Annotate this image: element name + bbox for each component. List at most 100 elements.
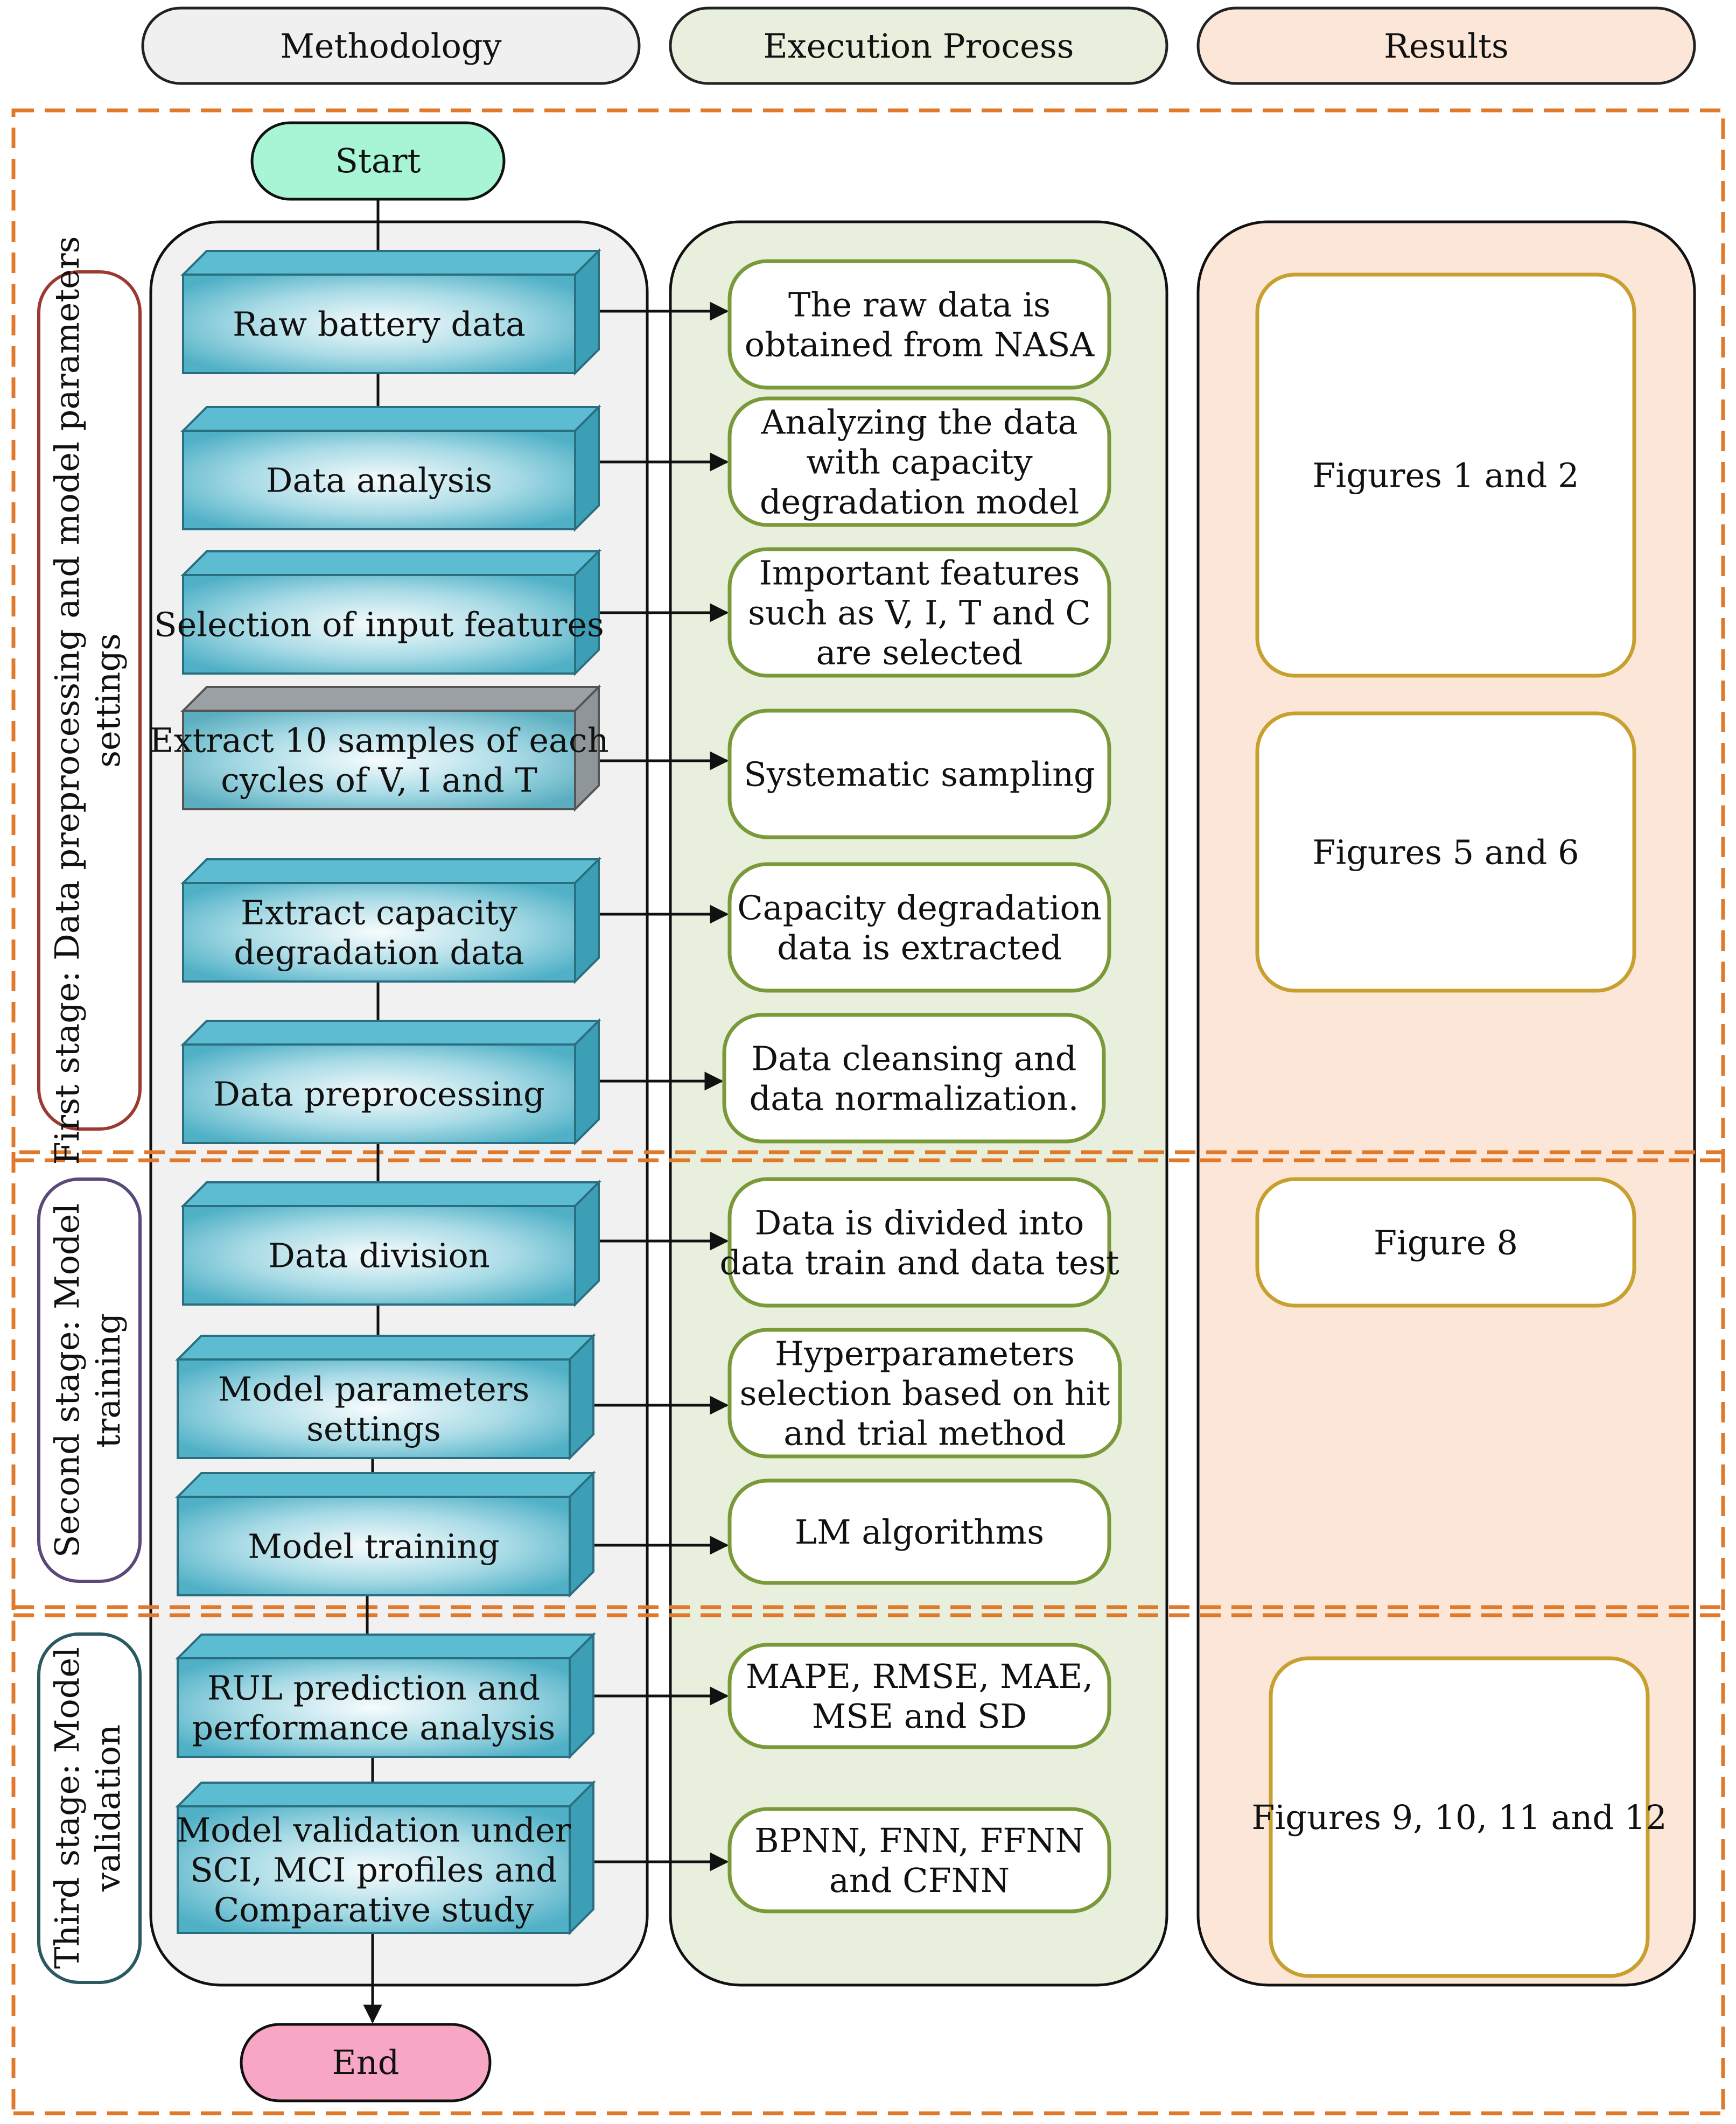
result-box-frame (1255, 272, 1636, 678)
execution-box-2-line-3: degradation model (760, 482, 1079, 522)
method-step-11-line-1: Model validation under (177, 1811, 571, 1850)
execution-box-7-line-1: Data is divided into (755, 1203, 1084, 1243)
execution-box-9: LM algorithms (727, 1478, 1111, 1585)
execution-box-frame (722, 1013, 1106, 1144)
method-step-9-line-1: Model training (248, 1527, 499, 1566)
method-step-1-line-1: Raw battery data (233, 305, 526, 344)
method-step-9: Model training (175, 1470, 596, 1598)
method-step-5-line-1: Extract capacity (241, 893, 517, 933)
stage-third-line-1: Third stage: Model (47, 1647, 87, 1969)
execution-box-5-line-1: Capacity degradation (737, 888, 1102, 928)
stage-third-line-2: validation (88, 1725, 128, 1892)
execution-box-2-line-2: with capacity (806, 443, 1032, 482)
result-boxes: Figures 1 and 2 Figures 5 and 6 Figure 8 Fi… (1251, 272, 1667, 1978)
execution-box-9-line-1: LM algorithms (795, 1512, 1044, 1552)
header-results-label: Results (1384, 26, 1509, 66)
method-step-10-line-2: performance analysis (192, 1708, 556, 1748)
method-step-front-face (177, 1805, 571, 1934)
method-step-4-line-2: cycles of V, I and T (221, 761, 537, 800)
start-terminal: Start (250, 121, 506, 201)
execution-box-2-line-1: Analyzing the data (760, 403, 1077, 442)
method-step-11-line-2: SCI, MCI profiles and (190, 1850, 557, 1890)
header-results: Results (1196, 6, 1696, 85)
execution-box-5-line-2: data is extracted (777, 928, 1062, 968)
method-step-8-line-2: settings (306, 1410, 441, 1449)
stage-regions (11, 108, 1725, 2115)
method-step-2: Data analysis (180, 404, 601, 532)
stage-first-line-1: First stage: Data preprocessing and mode… (47, 236, 87, 1165)
method-step-5-line-2: degradation data (234, 933, 524, 972)
method-step-11-line-3: Comparative study (214, 1890, 534, 1930)
method-step-top-face (175, 1634, 596, 1659)
stage-second-line-1: Second stage: Model (47, 1203, 87, 1558)
result-box-3: Figure 8 (1255, 1177, 1636, 1308)
method-step-top-face (180, 406, 601, 432)
execution-box-8-line-1: Hyperparameters (775, 1334, 1075, 1373)
execution-box-frame (727, 1478, 1111, 1585)
header-methodology: Methodology (141, 6, 641, 85)
method-step-4-line-1: Extract 10 samples of each (149, 721, 608, 760)
execution-box-6-line-1: Data cleansing and (752, 1039, 1077, 1078)
method-step-10-line-1: RUL prediction and (207, 1669, 540, 1708)
execution-box-6-line-2: data normalization. (750, 1079, 1079, 1118)
execution-box-4-line-1: Systematic sampling (744, 755, 1095, 794)
execution-box-1-line-2: obtained from NASA (745, 325, 1095, 364)
header-execution-label: Execution Process (763, 26, 1074, 66)
execution-box-11-line-1: BPNN, FNN, FFNN (754, 1821, 1084, 1860)
method-step-top-face (180, 858, 601, 884)
method-step-7-line-1: Data division (268, 1236, 490, 1275)
method-step-6-line-1: Data preprocessing (213, 1075, 544, 1114)
execution-box-3-line-3: are selected (816, 633, 1023, 672)
execution-box-frame (727, 396, 1111, 527)
execution-box-8-line-3: and trial method (783, 1414, 1066, 1453)
result-box-4: Figures 9, 10, 11 and 12 (1251, 1656, 1667, 1978)
result-box-1-line-1: Figures 1 and 2 (1312, 456, 1579, 495)
result-box-2-line-1: Figures 5 and 6 (1312, 833, 1579, 872)
end-terminal: End (240, 2023, 492, 2102)
method-step-3-line-1: Selection of input features (154, 605, 604, 644)
method-step-top-face (180, 1020, 601, 1046)
stage-label-third: Third stage: Model validation (37, 1632, 142, 1984)
execution-box-frame (727, 1328, 1122, 1459)
result-box-frame (1255, 1177, 1636, 1308)
flow-arrows (358, 199, 729, 2024)
method-step-side-face (569, 1780, 594, 1936)
execution-box-8-line-2: selection based on hit (740, 1374, 1110, 1413)
method-step-2-line-1: Data analysis (266, 461, 492, 500)
method-step-front-face (177, 1657, 571, 1758)
method-step-top-face (180, 686, 601, 712)
stage-second-line-2: training (88, 1313, 128, 1448)
stage-first-line-2: settings (88, 633, 128, 768)
method-step-6: Data preprocessing (180, 1018, 601, 1146)
stage-label-first: First stage: Data preprocessing and mode… (37, 236, 142, 1165)
method-step-top-face (180, 550, 601, 576)
result-box-frame (1255, 711, 1636, 993)
method-step-1: Raw battery data (180, 248, 601, 376)
method-step-top-face (175, 1335, 596, 1361)
execution-box-1-line-1: The raw data is (788, 285, 1051, 325)
result-box-frame (1269, 1656, 1650, 1978)
execution-box-10-line-2: MSE and SD (812, 1697, 1027, 1736)
execution-box-7-line-2: data train and data test (719, 1243, 1119, 1282)
result-box-2: Figures 5 and 6 (1255, 711, 1636, 993)
stage-label-second: Second stage: Model training (37, 1177, 142, 1583)
header-methodology-label: Methodology (280, 26, 501, 66)
method-step-front-face (182, 574, 576, 675)
execution-box-11-line-2: and CFNN (829, 1861, 1010, 1900)
method-step-front-face (182, 710, 576, 810)
method-step-front-face (182, 1043, 576, 1144)
method-step-7: Data division (180, 1180, 601, 1307)
method-step-top-face (175, 1472, 596, 1498)
